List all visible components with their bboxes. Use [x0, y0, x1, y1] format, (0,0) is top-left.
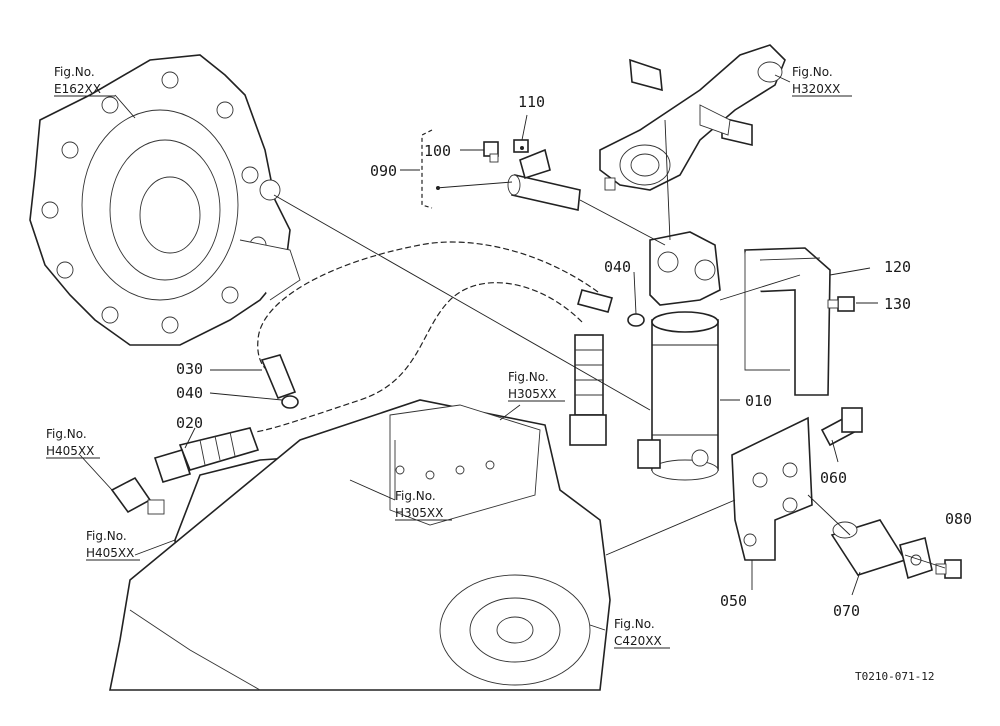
label-090: 090	[370, 162, 397, 180]
figref-c420-line1: Fig.No.	[614, 617, 655, 631]
label-040-left: 040	[176, 384, 203, 402]
hydraulic-hose-030	[254, 241, 613, 433]
clamp-040	[281, 313, 645, 409]
figref-h405-upper-line1: Fig.No.	[46, 427, 87, 441]
label-040-right: 040	[604, 258, 631, 276]
mounting-plate-050	[731, 416, 813, 561]
figref-c420-line2: C420XX	[614, 634, 662, 648]
figref-h305-lower-line1: Fig.No.	[395, 489, 436, 503]
drawing-code: T0210-071-12	[855, 670, 934, 683]
hydraulic-cylinder-010	[637, 231, 721, 481]
label-050: 050	[720, 592, 747, 610]
figref-h305-upper-line2: H305XX	[508, 387, 556, 401]
figref-h320-line2: H320XX	[792, 82, 840, 96]
label-070: 070	[833, 602, 860, 620]
pin-assembly-090	[507, 148, 581, 211]
bolt-110	[513, 139, 529, 153]
figref-h405-lower-line1: Fig.No.	[86, 529, 127, 543]
bolt-130	[827, 296, 855, 312]
figref-h405-upper-line2: H405XX	[46, 444, 94, 458]
label-100: 100	[424, 142, 451, 160]
transmission-housing-left	[29, 54, 301, 346]
figref-h320-line1: Fig.No.	[792, 65, 833, 79]
label-120: 120	[884, 258, 911, 276]
bolt-060	[820, 407, 863, 447]
label-010: 010	[745, 392, 772, 410]
label-110: 110	[518, 93, 545, 111]
label-060: 060	[820, 469, 847, 487]
leader-lines	[79, 74, 946, 631]
lift-arm-assembly	[599, 44, 786, 191]
figref-h405-lower-line2: H405XX	[86, 546, 134, 560]
hose-end-vertical	[569, 334, 607, 446]
transmission-housing-bottom	[109, 399, 611, 691]
bolt-080	[935, 559, 962, 579]
label-030: 030	[176, 360, 203, 378]
figref-e162-line2: E162XX	[54, 82, 101, 96]
figref-h305-lower-line2: H305XX	[395, 506, 443, 520]
figref-h305-upper-line1: Fig.No.	[508, 370, 549, 384]
pin-070	[830, 519, 933, 580]
fitting-h405	[110, 476, 165, 515]
label-080: 080	[945, 510, 972, 528]
grease-fitting-100	[483, 141, 499, 163]
label-020: 020	[176, 414, 203, 432]
figref-e162-line1: Fig.No.	[54, 65, 95, 79]
label-130: 130	[884, 295, 911, 313]
hose-end-020	[153, 427, 260, 483]
cover-bracket-120	[744, 247, 831, 396]
